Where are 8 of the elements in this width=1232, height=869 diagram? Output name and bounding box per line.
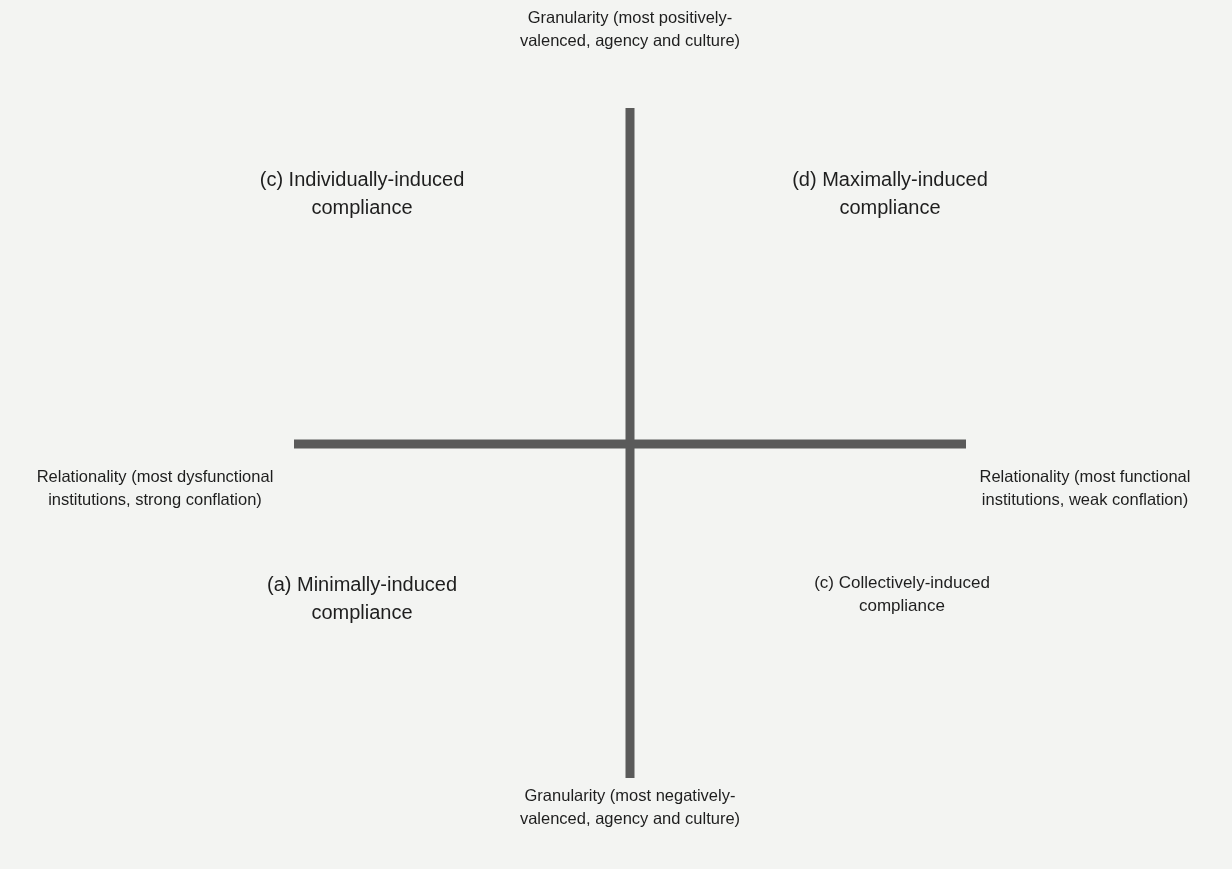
axis-label: Granularity (most negatively-valenced, agency and culture) — [518, 785, 742, 829]
axis-label: Relationality (most functional institutions, weak conflation) — [978, 466, 1192, 510]
quadrant-label: (a) Minimally-induced compliance — [265, 572, 459, 625]
quadrant-label: (d) Maximally-induced compliance — [791, 167, 989, 220]
axis-label: Granularity (most positively-valenced, agency and culture) — [518, 7, 742, 51]
axis-label: Relationality (most dysfunctional institutions, strong conflation) — [35, 466, 275, 510]
quadrant-label: (c) Individually-induced compliance — [258, 167, 466, 220]
quadrant-label: (c) Collectively-induced compliance — [813, 572, 991, 618]
